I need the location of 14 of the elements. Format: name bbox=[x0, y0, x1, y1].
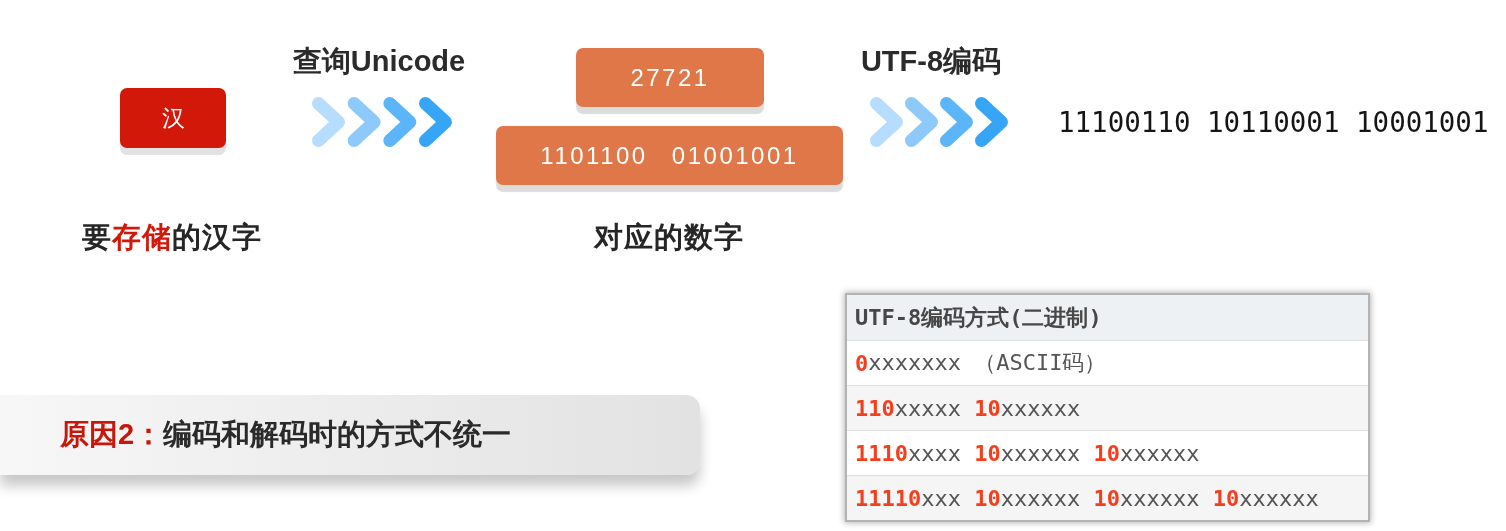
table-cell: 1110xxxx 10xxxxxx 10xxxxxx bbox=[847, 430, 1368, 475]
banner: 原因2：编码和解码时的方式不统一 bbox=[0, 395, 700, 475]
number-box: 27721 bbox=[576, 48, 764, 107]
caption: 对应的数字 bbox=[594, 220, 744, 255]
encoding-table bbox=[845, 293, 1370, 522]
table-cell: 110xxxxx 10xxxxxx bbox=[847, 385, 1368, 430]
chevron-arrow bbox=[312, 97, 452, 147]
node-label: 要存储的汉字 bbox=[82, 220, 262, 255]
table-cell: 11110xxx 10xxxxxx 10xxxxxx 10xxxxxx bbox=[847, 475, 1368, 520]
chevron-arrow bbox=[870, 97, 1008, 147]
binary-code: 11100110 10110001 10001001 bbox=[1058, 102, 1502, 142]
table-cell: 0xxxxxxx （ASCII码） bbox=[847, 340, 1368, 385]
number-box: 1101100 01001001 bbox=[496, 126, 843, 185]
table-header: UTF-8编码方式(二进制) bbox=[847, 295, 1368, 340]
